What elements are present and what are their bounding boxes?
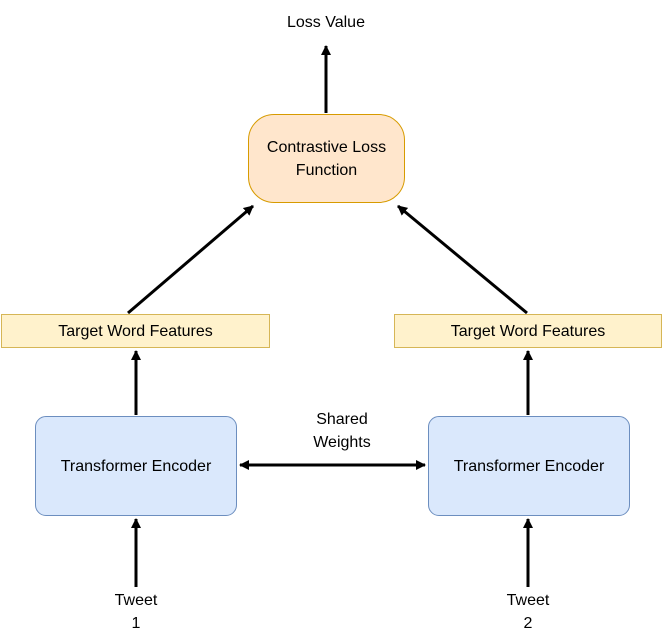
loss-function-label-line2: Function [295,161,358,179]
target-word-features-left: Target Word Features [1,314,270,348]
transformer-encoder-right: Transformer Encoder [428,416,630,516]
features-left-label: Target Word Features [58,322,213,340]
tweet-2-line2: 2 [523,615,533,632]
tweet-2-line1: Tweet [506,592,550,609]
loss-value-label: Loss Value [287,14,365,31]
shared-weights-label: Shared Weights [282,408,402,454]
target-word-features-right: Target Word Features [394,314,662,348]
tweet-1-line2: 1 [131,615,141,632]
shared-weights-line2: Weights [313,434,371,451]
loss-function-label-line1: Contrastive Loss [266,138,387,156]
tweet-2-label: Tweet 2 [498,589,558,635]
shared-weights-line1: Shared [316,411,368,428]
features-right-label: Target Word Features [450,322,606,340]
transformer-encoder-left: Transformer Encoder [35,416,237,516]
encoder-left-label: Transformer Encoder [60,457,212,475]
encoder-right-label: Transformer Encoder [453,457,605,475]
tweet-1-line1: Tweet [114,592,158,609]
arrow-left-features-to-loss [127,204,254,315]
arrow-right-features-to-loss [397,204,528,315]
tweet-1-label: Tweet 1 [106,589,166,635]
contrastive-loss-node: Contrastive Loss Function [248,114,405,203]
